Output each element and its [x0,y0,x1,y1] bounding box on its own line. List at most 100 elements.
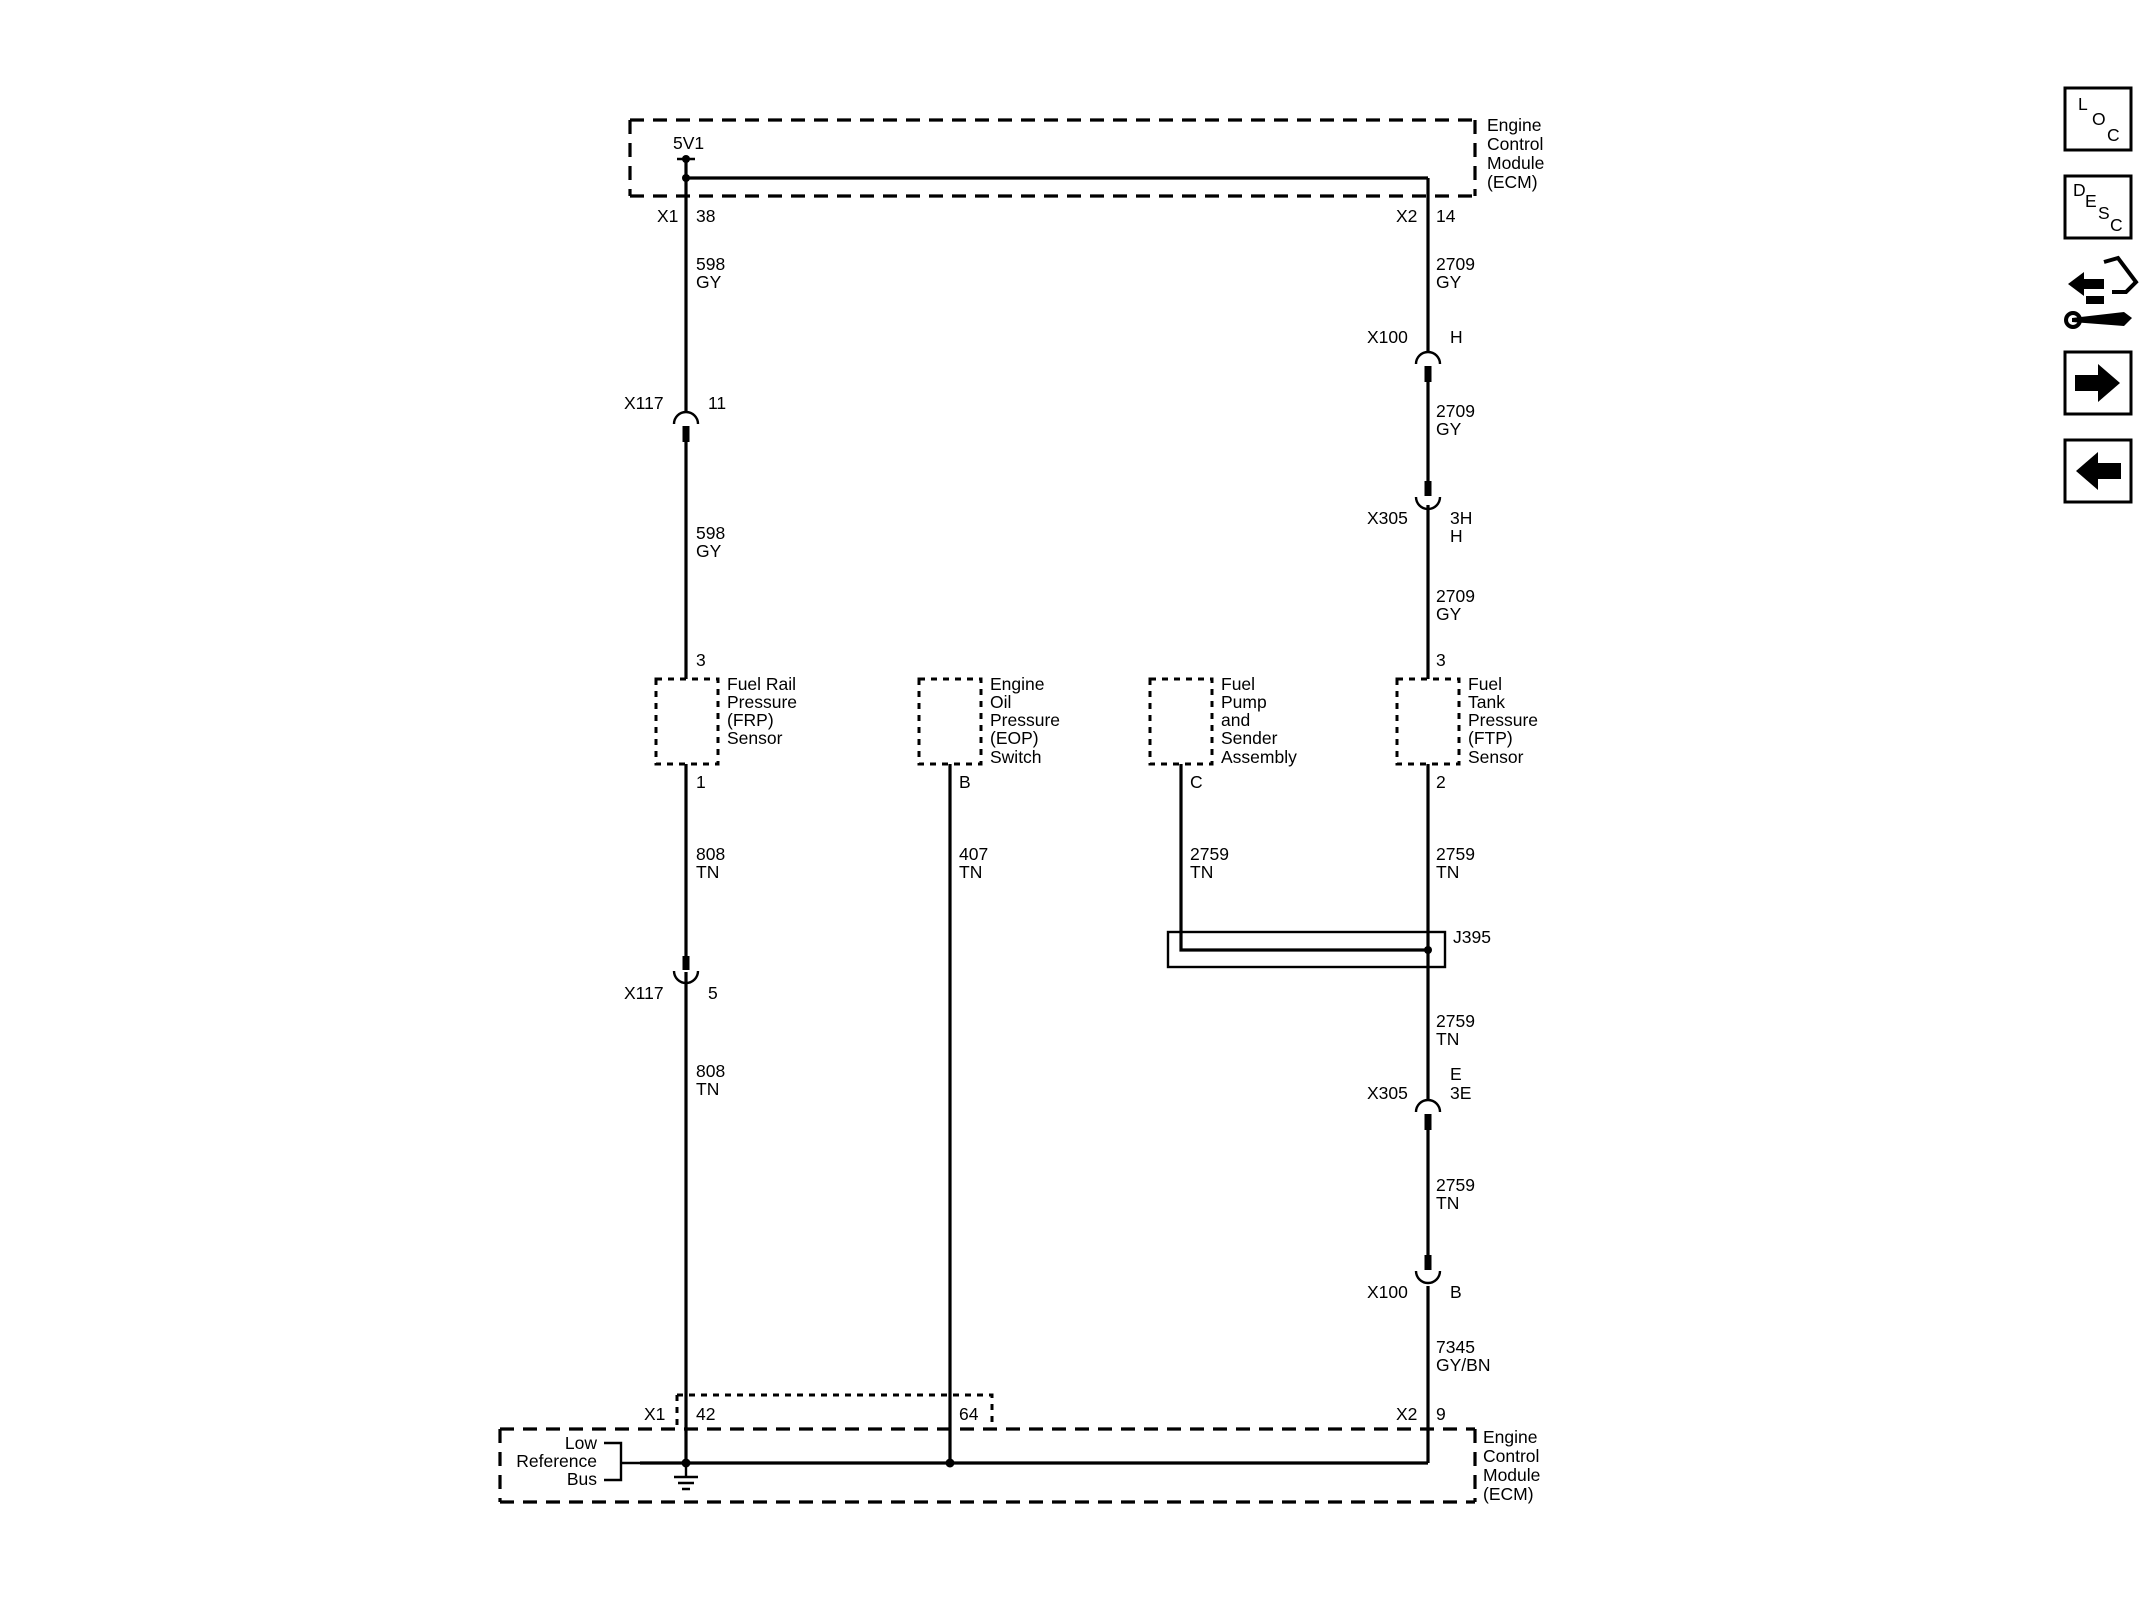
eop-pin-b: B [959,772,971,792]
connector-end-view-button[interactable] [2064,255,2139,329]
splice-j395: J395 [1166,927,1491,969]
x100-top-pin: H [1450,327,1463,347]
desc-letter-c: C [2110,215,2123,235]
ecm-top-label-2: Control [1487,134,1543,154]
desc-letter-d: D [2073,180,2086,200]
connector-x305-pin-3e: X305 E 3E [1367,1064,1471,1130]
ecm-top-right-connector: X2 [1396,206,1417,226]
wire-2709-1-circuit: 2709 [1436,254,1475,274]
frp-sensor: 3 Fuel Rail Pressure (FRP) Sensor 1 [654,650,797,792]
arrow-right-icon [2075,364,2120,402]
ftp-label-3: Pressure [1468,710,1538,730]
wire-2759-3-circuit: 2759 [1436,1175,1475,1195]
loc-letter-l: L [2078,94,2088,114]
x305-top-name: X305 [1367,508,1408,528]
wire-2709-3-color: GY [1436,604,1462,624]
wire-2759-2-circuit: 2759 [1436,1011,1475,1031]
location-button[interactable]: L O C [2063,86,2133,152]
connector-repair-icon [2064,255,2139,329]
eop-label-1: Engine [990,674,1045,694]
fuel-pump-sender-assembly: Fuel Pump and Sender Assembly C [1148,674,1297,792]
pump-low-reference-wire [1179,764,1428,952]
wire-598-upper-color: GY [696,272,722,292]
pump-label-2: Pump [1221,692,1267,712]
previous-page-button[interactable] [2063,438,2133,504]
ecm-top-right-pin: 14 [1436,206,1456,226]
ftp-sensor: 3 Fuel Tank Pressure (FTP) Sensor 2 [1395,650,1538,792]
desc-letter-e: E [2085,191,2097,211]
low-ref-label-2: Reference [516,1451,597,1471]
frp-label-2: Pressure [727,692,797,712]
ecm-top-label-3: Module [1487,153,1544,173]
ecm-bottom-right-pin: 9 [1436,1404,1446,1424]
pump-label-3: and [1221,710,1250,730]
wire-2759-1-circuit: 2759 [1436,844,1475,864]
wire-2759-2-color: TN [1436,1029,1459,1049]
wire-2709-3-circuit: 2709 [1436,586,1475,606]
x100-bottom-pin: B [1450,1282,1462,1302]
x117-bottom-pin: 5 [708,983,718,1003]
x305-bottom-pin-2: 3E [1450,1083,1471,1103]
wire-598-lower-color: GY [696,541,722,561]
frp-label-1: Fuel Rail [727,674,796,694]
ecm-bottom-left-connector: X1 [644,1404,665,1424]
connector-x117-pin-5: X117 5 [624,956,718,1003]
wire-598-upper-circuit: 598 [696,254,725,274]
ecm-bottom-mid-pin: 64 [959,1404,979,1424]
ecm-bottom-module: Engine Control Module (ECM) X1 42 64 X2 … [498,1393,1540,1504]
low-ref-label-3: Bus [567,1469,597,1489]
eop-label-5: Switch [990,747,1042,767]
eop-label-3: Pressure [990,710,1060,730]
loc-letter-c: C [2107,125,2120,145]
x305-bottom-pin-1: E [1450,1064,1462,1084]
pump-pin-c: C [1190,772,1203,792]
arrow-left-icon [2076,452,2121,490]
frp-label-3: (FRP) [727,710,774,730]
wire-7345-color: GY/BN [1436,1355,1490,1375]
wire-598-lower-circuit: 598 [696,523,725,543]
eop-switch: Engine Oil Pressure (EOP) Switch B [917,674,1060,792]
ecm-top-left-pin: 38 [696,206,715,226]
next-page-button[interactable] [2063,350,2133,416]
pump-label-1: Fuel [1221,674,1255,694]
ftp-label-5: Sensor [1468,747,1524,767]
x117-top-name: X117 [624,393,664,413]
wire-2759-pump-color: TN [1190,862,1213,882]
wire-2759-1-color: TN [1436,862,1459,882]
ecm-bottom-label-1: Engine [1483,1427,1538,1447]
ecm-top-label-4: (ECM) [1487,172,1538,192]
connector-x100-pin-b: X100 B [1367,1255,1462,1302]
x305-top-pin-2: H [1450,526,1463,546]
wire-808-upper-color: TN [696,862,719,882]
ftp-label-2: Tank [1468,692,1505,712]
wire-808-lower-circuit: 808 [696,1061,725,1081]
x305-bottom-name: X305 [1367,1083,1408,1103]
x117-bottom-name: X117 [624,983,664,1003]
frp-pin-1: 1 [696,772,706,792]
wire-2709-1-color: GY [1436,272,1462,292]
wire-2709-2-color: GY [1436,419,1462,439]
wire-2759-3-color: TN [1436,1193,1459,1213]
ecm-bottom-label-3: Module [1483,1465,1540,1485]
connector-x100-pin-h: X100 H [1367,327,1463,382]
pump-label-4: Sender [1221,728,1278,748]
desc-letter-s: S [2098,203,2110,223]
wire-407-color: TN [959,862,982,882]
ecm-top-label-1: Engine [1487,115,1542,135]
eop-label-2: Oil [990,692,1011,712]
five-volt-reference-label: 5V1 [673,133,704,153]
wire-7345-circuit: 7345 [1436,1337,1475,1357]
ftp-pin-2: 2 [1436,772,1446,792]
ecm-bottom-label-4: (ECM) [1483,1484,1534,1504]
splice-j395-label: J395 [1453,927,1491,947]
description-button[interactable]: D E S C [2063,174,2133,240]
x100-top-name: X100 [1367,327,1408,347]
eop-label-4: (EOP) [990,728,1039,748]
wire-2759-pump-circuit: 2759 [1190,844,1229,864]
ecm-top-module: Engine Control Module (ECM) 5V1 [628,115,1544,198]
wire-2709-2-circuit: 2709 [1436,401,1475,421]
ftp-label-4: (FTP) [1468,728,1513,748]
x100-bottom-name: X100 [1367,1282,1408,1302]
ftp-label-1: Fuel [1468,674,1502,694]
